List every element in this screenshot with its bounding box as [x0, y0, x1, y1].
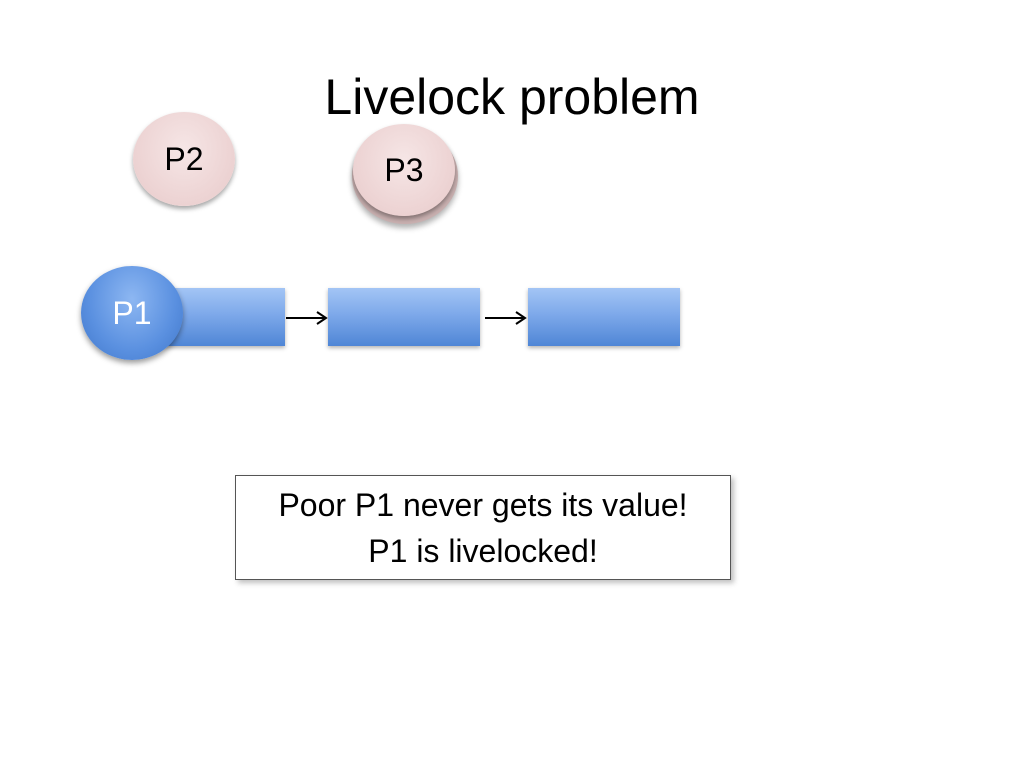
list-node-3 [528, 288, 680, 346]
process-node-p3: P3 [353, 124, 455, 216]
slide-title: Livelock problem [324, 69, 700, 125]
process-node-p2: P2 [133, 112, 235, 206]
list-node-2 [328, 288, 480, 346]
process-node-p1: P1 [81, 266, 183, 360]
process-label-p3: P3 [384, 151, 424, 188]
right-arrow-icon [286, 311, 328, 325]
note-box: Poor P1 never gets its value! P1 is live… [235, 475, 731, 580]
process-label-p1: P1 [112, 294, 152, 331]
process-label-p2: P2 [164, 140, 204, 177]
note-line-2: P1 is livelocked! [368, 532, 598, 569]
note-line-1: Poor P1 never gets its value! [278, 486, 688, 523]
right-arrow-icon [485, 311, 527, 325]
